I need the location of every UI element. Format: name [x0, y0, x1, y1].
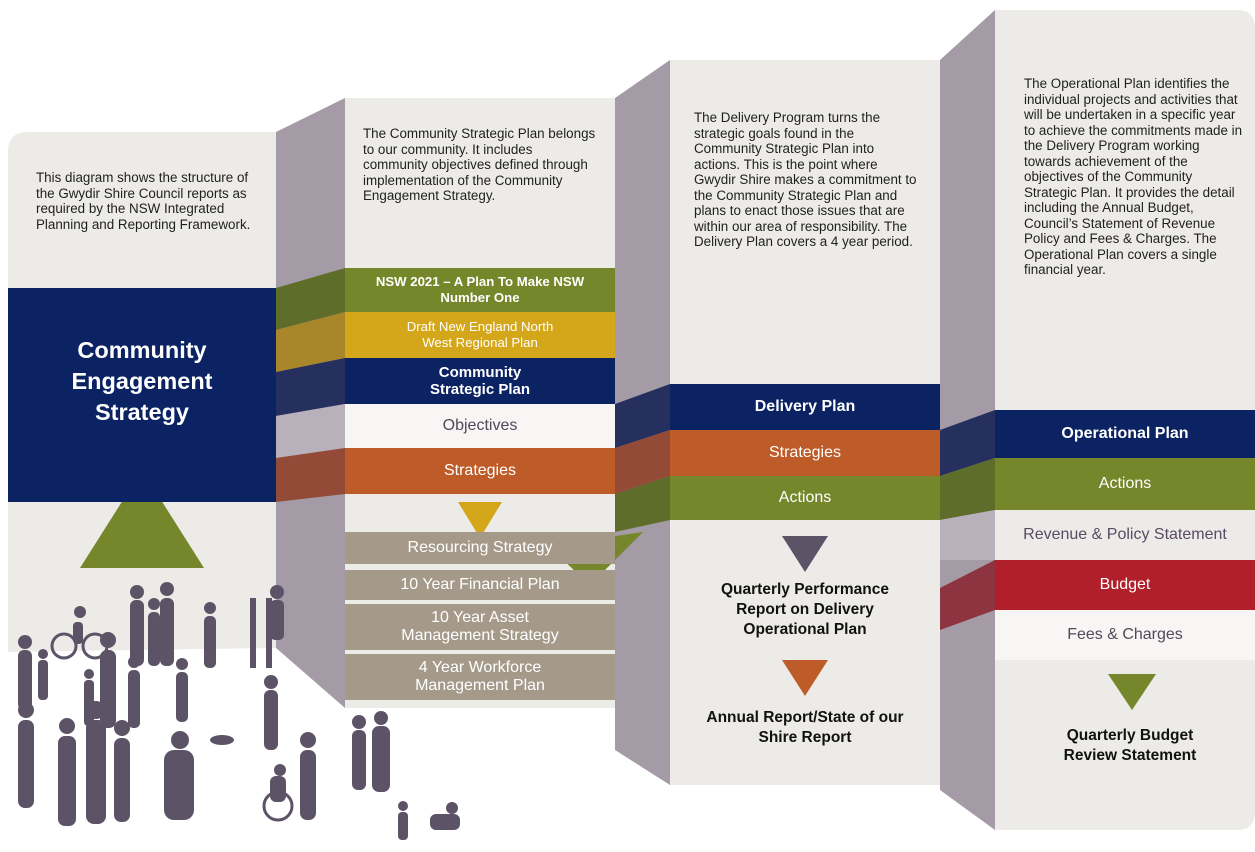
quarterly-performance-report: Quarterly Performance Report on Delivery… — [721, 581, 889, 638]
band-regional-plan: Draft New England North West Regional Pl… — [345, 312, 615, 358]
triangle-down-icon — [1108, 674, 1156, 710]
band-regional-plan-label: Draft New England North West Regional Pl… — [406, 319, 554, 350]
triangle-down-icon — [458, 502, 502, 538]
band-objectives-label: Objectives — [442, 417, 518, 434]
band-fees-charges: Fees & Charges — [995, 610, 1255, 660]
band-delivery-plan-label: Delivery Plan — [754, 398, 856, 415]
band-operational-plan: Operational Plan — [995, 410, 1255, 458]
column2-description: The Delivery Program turns the strategic… — [694, 110, 917, 249]
column1-description: The Community Strategic Plan belongs to … — [363, 126, 596, 203]
connector-red-3 — [940, 560, 995, 630]
connector-navy-3 — [940, 410, 995, 476]
connector-orange-2 — [615, 430, 670, 494]
intro-text: This diagram shows the structure of the … — [36, 170, 251, 232]
band-community-strategic-plan-label: Community Strategic Plan — [429, 364, 531, 398]
band-objectives: Objectives — [345, 404, 615, 448]
ten-year-asset-management-strategy: 10 Year Asset Management Strategy — [345, 604, 615, 650]
band-strategies-label: Strategies — [443, 462, 517, 479]
triangle-up-icon — [80, 470, 204, 568]
band-delivery-plan: Delivery Plan — [670, 384, 940, 430]
column3-description: The Operational Plan identifies the indi… — [1024, 76, 1243, 277]
band-strategies: Strategies — [345, 448, 615, 494]
band-nsw-2021-label: NSW 2021 – A Plan To Make NSW Number One — [375, 274, 585, 305]
connector-light-3 — [940, 510, 995, 560]
band-community-strategic-plan: Community Strategic Plan — [345, 358, 615, 404]
connector-navy-2 — [615, 384, 670, 448]
band-delivery-actions-label: Actions — [778, 489, 832, 506]
connector-gold — [276, 312, 345, 372]
people-silhouettes-icon — [18, 582, 460, 840]
band-fees-charges-label: Fees & Charges — [1067, 626, 1183, 643]
connector-olive-2 — [615, 476, 670, 532]
community-engagement-strategy-label: Community Engagement Strategy — [71, 336, 213, 425]
four-year-workforce-management-plan: 4 Year Workforce Management Plan — [345, 654, 615, 700]
connector-orange — [276, 448, 345, 502]
ten-year-financial-plan-label: 10 Year Financial Plan — [400, 576, 560, 593]
band-revenue-policy-statement-label: Revenue & Policy Statement — [1023, 526, 1227, 543]
ten-year-asset-management-strategy-label: 10 Year Asset Management Strategy — [401, 609, 559, 644]
band-revenue-policy-statement: Revenue & Policy Statement — [995, 510, 1255, 560]
band-budget: Budget — [995, 560, 1255, 610]
triangle-down-icon — [782, 660, 828, 696]
resourcing-strategy: Resourcing Strategy — [345, 532, 615, 564]
band-nsw-2021: NSW 2021 – A Plan To Make NSW Number One — [345, 268, 615, 312]
band-operational-actions-label: Actions — [1098, 475, 1152, 492]
annual-report: Annual Report/State of our Shire Report — [706, 709, 904, 746]
band-delivery-actions: Actions — [670, 476, 940, 520]
band-operational-actions: Actions — [995, 458, 1255, 510]
connector-navy — [276, 358, 345, 416]
band-operational-plan-label: Operational Plan — [1061, 425, 1189, 442]
resourcing-strategy-label: Resourcing Strategy — [407, 539, 553, 556]
community-engagement-strategy-title: Community Engagement Strategy — [8, 288, 276, 502]
band-delivery-strategies: Strategies — [670, 430, 940, 476]
triangle-down-icon — [782, 536, 828, 572]
quarterly-budget-review-statement: Quarterly Budget Review Statement — [1063, 727, 1197, 764]
band-budget-label: Budget — [1099, 576, 1151, 593]
people-ground — [0, 648, 345, 852]
four-year-workforce-management-plan-label: 4 Year Workforce Management Plan — [415, 659, 545, 694]
band-delivery-strategies-label: Strategies — [768, 444, 842, 461]
connector-olive — [276, 268, 345, 330]
connector-olive-3 — [940, 458, 995, 520]
connector-light — [276, 404, 345, 458]
ten-year-financial-plan: 10 Year Financial Plan — [345, 570, 615, 600]
